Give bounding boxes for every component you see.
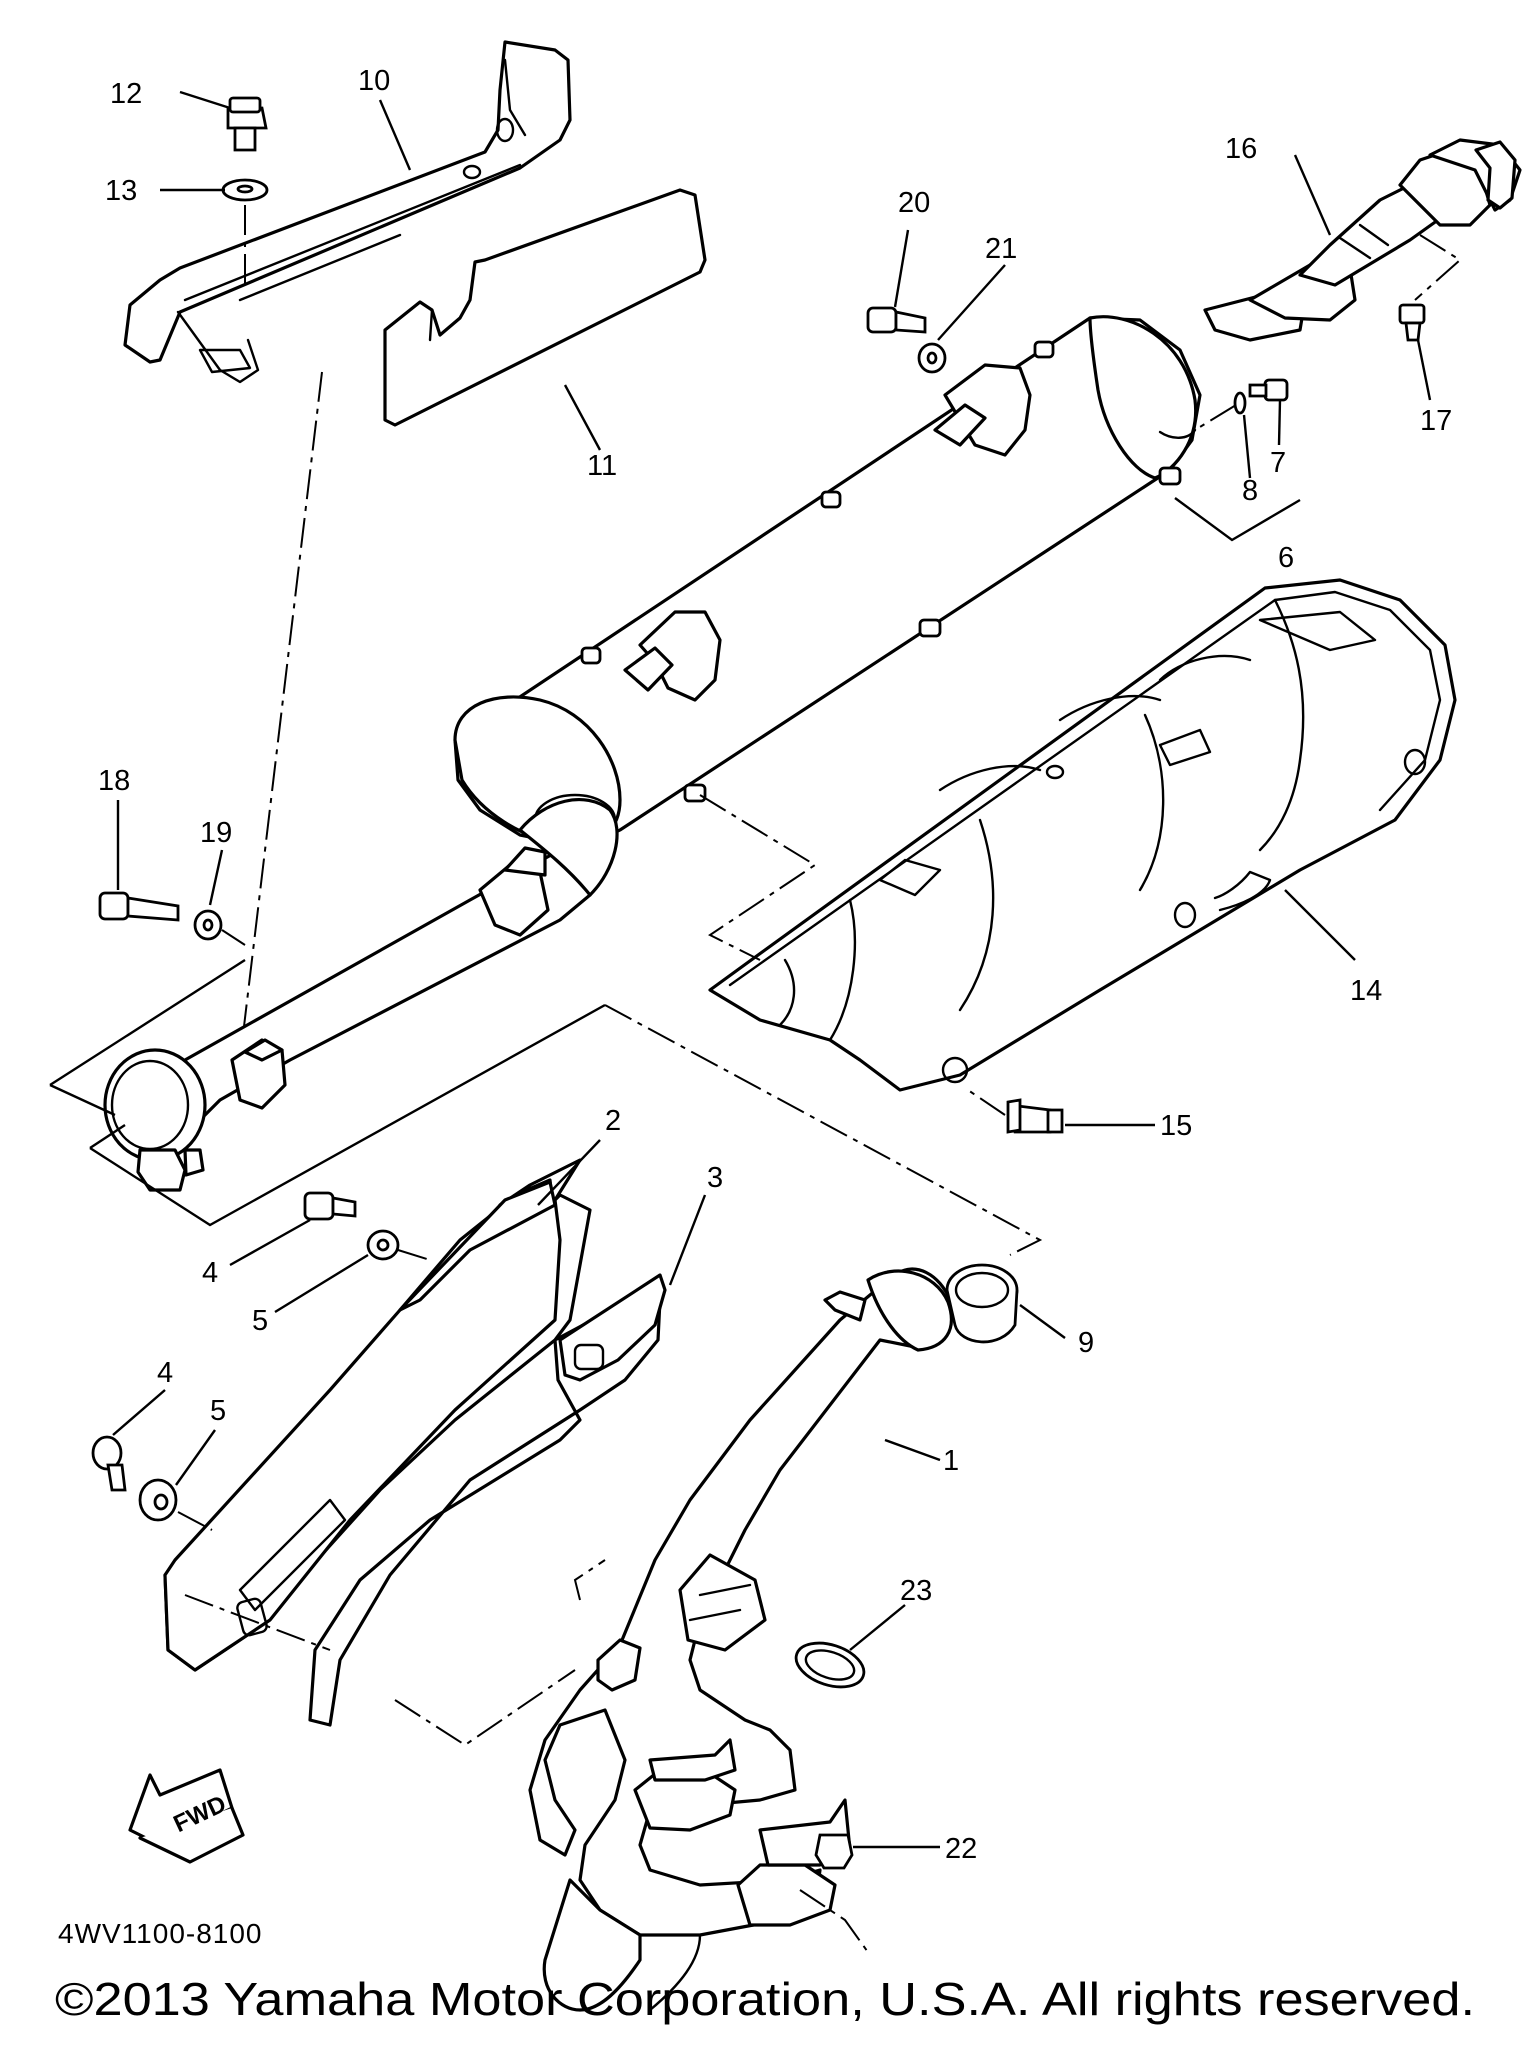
part-21-washer <box>917 342 947 374</box>
part-12-bolt <box>226 96 268 152</box>
part-2-heat-protector <box>163 1158 592 1672</box>
part-5-washer-top <box>366 1229 400 1261</box>
chain-line-4-5-top <box>397 1249 431 1261</box>
copyright-notice: ©2013 Yamaha Motor Corporation, U.S.A. A… <box>55 1973 1475 2025</box>
part-8-washer <box>1233 391 1247 415</box>
callout-5-lower: 5 <box>210 1395 226 1427</box>
part-3-protector <box>308 1273 667 1727</box>
part-10-protector-bracket <box>123 40 572 384</box>
callout-5-top: 5 <box>252 1305 268 1337</box>
callout-19: 19 <box>200 817 232 849</box>
callout-21: 21 <box>985 233 1017 265</box>
callout-23: 23 <box>900 1575 932 1607</box>
callout-4-top: 4 <box>202 1257 218 1289</box>
joint-pipe <box>103 798 619 1192</box>
chain-line-18-19 <box>221 929 246 946</box>
callout-6: 6 <box>1278 542 1294 574</box>
part-4-bolt-lower <box>91 1435 127 1492</box>
part-9-gasket <box>945 1263 1019 1344</box>
part-14-muffler-protector <box>708 578 1457 1092</box>
part-11-protector-plate <box>383 188 707 427</box>
chain-line-3-lower <box>394 1669 576 1747</box>
callout-13: 13 <box>105 175 137 207</box>
chain-line-2-3 <box>184 1594 331 1651</box>
callout-15: 15 <box>1160 1110 1192 1142</box>
part-22-nut <box>814 1833 854 1870</box>
callout-2: 2 <box>605 1105 621 1137</box>
chain-line-1-22 <box>799 1889 871 1956</box>
diagram-code: 4WV1100-8100 <box>58 1918 263 1949</box>
callout-7: 7 <box>1270 447 1286 479</box>
chain-line-1-left <box>573 1559 606 1601</box>
chain-line-10-to-clamp <box>239 371 323 1061</box>
callout-16: 16 <box>1225 133 1257 165</box>
callout-12: 12 <box>110 78 142 110</box>
callout-22: 22 <box>945 1833 977 1865</box>
bracket-joint-left <box>49 1083 116 1117</box>
chain-line-15 <box>967 1089 1006 1116</box>
chain-line-16-17 <box>1414 234 1462 301</box>
callout-labels: 1 2 3 4 4 5 5 6 7 8 9 10 11 12 13 14 15 … <box>98 65 1452 1865</box>
callout-8: 8 <box>1242 475 1258 507</box>
part-7-bolt <box>1248 378 1289 402</box>
bracket-joint-left-2 <box>89 1123 126 1150</box>
chain-line-7-8 <box>1194 404 1237 431</box>
callout-1: 1 <box>943 1445 959 1477</box>
part-5-washer-lower <box>138 1478 178 1522</box>
callout-17: 17 <box>1420 405 1452 437</box>
part-15-bolt <box>1006 1098 1064 1134</box>
part-13-washer <box>221 178 269 202</box>
callout-20: 20 <box>898 187 930 219</box>
callout-10: 10 <box>358 65 390 97</box>
fwd-arrow-icon: FWD <box>128 1768 245 1864</box>
chain-line-joint-to-9 <box>604 1004 1043 1256</box>
part-19-washer <box>193 909 223 941</box>
part-18-bolt <box>98 891 180 922</box>
part-23-gasket <box>794 1641 866 1689</box>
part-17-screw <box>1398 303 1426 342</box>
bracket-joint-pipe-lower <box>89 1003 606 1227</box>
chain-line-4-5-lower <box>177 1511 213 1531</box>
chain-line-muffler-to-14 <box>699 794 817 961</box>
callout-9: 9 <box>1078 1327 1094 1359</box>
part-16-tail-pipe <box>1203 138 1522 342</box>
callout-leaders <box>112 90 1432 1849</box>
callout-11: 11 <box>587 450 617 482</box>
callout-4-lower: 4 <box>157 1357 173 1389</box>
part-4-bolt-top <box>303 1191 357 1221</box>
part-1-exhaust-pipe <box>528 1267 953 2012</box>
callout-18: 18 <box>98 765 130 797</box>
callout-3: 3 <box>707 1162 723 1194</box>
callout-14: 14 <box>1350 975 1382 1007</box>
part-20-bolt <box>866 306 927 334</box>
bracket-joint-pipe <box>49 958 246 1087</box>
bracket-6 <box>1174 497 1301 542</box>
